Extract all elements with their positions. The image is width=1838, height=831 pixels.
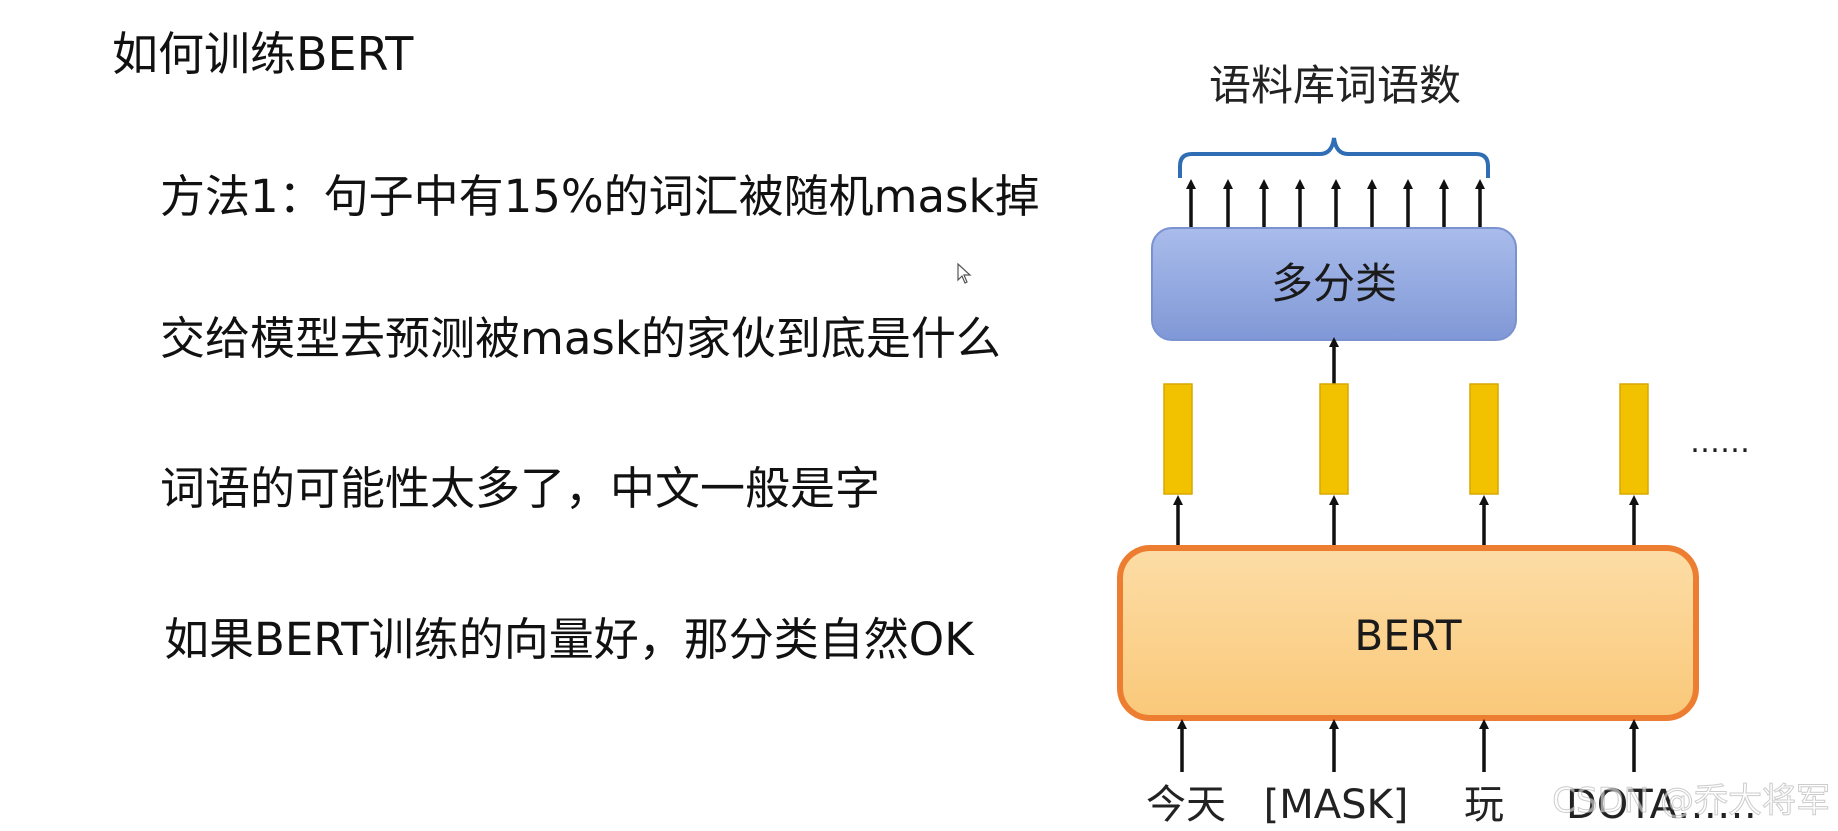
bert-label: BERT bbox=[1354, 611, 1461, 660]
input-token-1: 今天 bbox=[1146, 782, 1226, 828]
bert-output-arrows bbox=[1173, 495, 1639, 548]
output-arrows bbox=[1186, 179, 1485, 228]
text-line-1: 方法1：句子中有15%的词汇被随机mask掉 bbox=[160, 170, 1040, 223]
classifier-label: 多分类 bbox=[1271, 259, 1397, 308]
slide-title: 如何训练BERT bbox=[112, 27, 414, 81]
vector-4 bbox=[1619, 383, 1649, 495]
corpus-vocab-label: 语料库词语数 bbox=[1209, 61, 1461, 110]
text-line-2: 交给模型去预测被mask的家伙到底是什么 bbox=[160, 312, 1001, 365]
vector-3 bbox=[1469, 383, 1499, 495]
text-line-4: 如果BERT训练的向量好，那分类自然OK bbox=[164, 613, 974, 666]
input-token-3: 玩 bbox=[1464, 782, 1504, 828]
vector-1 bbox=[1163, 383, 1193, 495]
input-token-4: DOTA…… bbox=[1566, 782, 1757, 828]
bert-box bbox=[1117, 545, 1699, 721]
output-brace bbox=[1178, 137, 1490, 178]
watermark: CSDN @乔大将军 bbox=[1552, 781, 1830, 821]
mouse-cursor-icon bbox=[957, 262, 972, 284]
input-arrows bbox=[1177, 719, 1639, 772]
vector-ellipsis: …… bbox=[1690, 425, 1750, 460]
input-token-2: [MASK] bbox=[1264, 782, 1409, 828]
text-line-3: 词语的可能性太多了，中文一般是字 bbox=[160, 462, 881, 515]
token-vectors bbox=[1163, 383, 1649, 495]
vector-2 bbox=[1319, 383, 1349, 495]
